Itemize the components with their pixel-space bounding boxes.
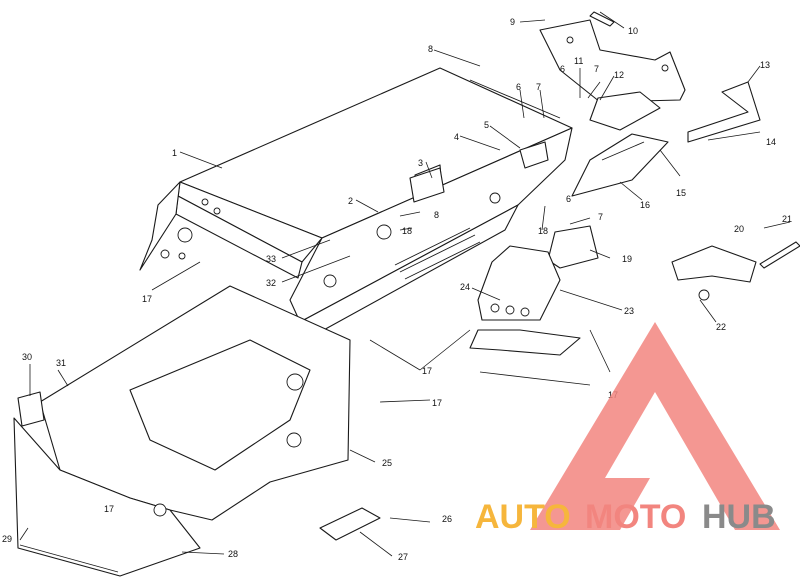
callout-2: 2 [348, 196, 353, 206]
callout-11: 11 [574, 56, 583, 66]
watermark-logo: AUTO MOTO HUB [475, 322, 780, 536]
callouts: 1 2 3 4 5 6 6 6 7 7 7 8 8 9 10 11 12 13 … [2, 17, 792, 562]
callout-17b: 17 [422, 366, 432, 376]
watermark-triangle-mark [530, 322, 780, 530]
callout-7c: 7 [598, 212, 603, 222]
callout-13: 13 [760, 60, 770, 70]
callout-4: 4 [454, 132, 459, 142]
callout-19: 19 [622, 254, 632, 264]
callout-30: 30 [22, 352, 32, 362]
part-16-skid [571, 133, 669, 197]
part-tunnel-top [139, 67, 573, 279]
part-30-bracket [17, 391, 45, 427]
callout-28: 28 [228, 549, 238, 559]
leader-lines [19, 11, 791, 573]
callout-8b: 8 [434, 210, 439, 220]
callout-6c: 6 [566, 194, 571, 204]
watermark-text-auto: AUTO [475, 498, 571, 536]
part-rear-plate [539, 19, 686, 103]
callout-5: 5 [484, 120, 489, 130]
part-12-cover [589, 91, 661, 131]
callout-17e: 17 [104, 504, 114, 514]
callout-21: 21 [782, 214, 792, 224]
watermark-text-hub: HUB [702, 498, 776, 536]
callout-9: 9 [510, 17, 515, 27]
callout-7b: 7 [594, 64, 599, 74]
callout-20: 20 [734, 224, 744, 234]
callout-7a: 7 [536, 82, 541, 92]
callout-18b: 18 [538, 226, 548, 236]
callout-8a: 8 [428, 44, 433, 54]
callout-17c: 17 [432, 398, 442, 408]
part-22-nut [698, 289, 710, 301]
part-10-bolt [589, 11, 615, 27]
callout-3: 3 [418, 158, 423, 168]
callout-16: 16 [640, 200, 650, 210]
callout-6b: 6 [560, 64, 565, 74]
callout-23: 23 [624, 306, 634, 316]
callout-12: 12 [614, 70, 624, 80]
callout-33: 33 [266, 254, 276, 264]
callout-18a: 18 [402, 226, 412, 236]
part-3-bracket [409, 167, 445, 203]
callout-26: 26 [442, 514, 452, 524]
part-13-bracket [687, 81, 761, 143]
part-27-bracket [319, 507, 381, 541]
part-23-guard [477, 245, 561, 321]
callout-14: 14 [766, 137, 776, 147]
callout-1: 1 [172, 148, 177, 158]
part-lower-bracket [469, 329, 581, 356]
callout-22: 22 [716, 322, 726, 332]
callout-25: 25 [382, 458, 392, 468]
callout-32: 32 [266, 278, 276, 288]
callout-27: 27 [398, 552, 408, 562]
callout-31: 31 [56, 358, 66, 368]
callout-24: 24 [460, 282, 470, 292]
part-25-chassis [13, 285, 351, 577]
watermark-text-moto: MOTO [585, 498, 686, 536]
callout-29: 29 [2, 534, 12, 544]
callout-10: 10 [628, 26, 638, 36]
callout-6a: 6 [516, 82, 521, 92]
part-21-bolt [759, 241, 800, 269]
callout-17a: 17 [142, 294, 152, 304]
part-19-bracket [547, 225, 599, 269]
callout-15: 15 [676, 188, 686, 198]
part-20-bracket [671, 245, 757, 283]
